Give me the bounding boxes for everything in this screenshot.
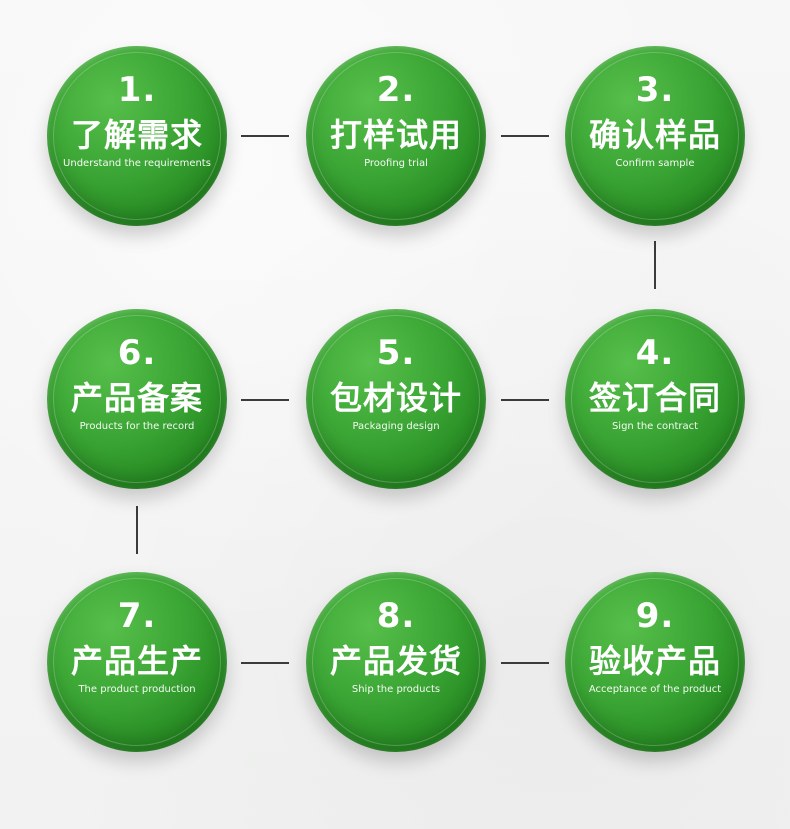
step-subtitle: Confirm sample <box>615 158 695 169</box>
step-title: 确认样品 <box>588 116 721 154</box>
connector-step-8-to-9 <box>501 662 549 664</box>
step-title: 签订合同 <box>588 379 721 417</box>
connector-step-6-to-7 <box>136 506 138 554</box>
step-1-circle: 1. 了解需求 Understand the requirements <box>47 46 227 226</box>
step-subtitle: Products for the record <box>79 421 195 432</box>
step-number: 2. <box>376 70 416 110</box>
step-subtitle: Understand the requirements <box>63 158 211 169</box>
connector-step-2-to-3 <box>501 135 549 137</box>
step-title: 打样试用 <box>329 116 462 154</box>
step-5-circle: 5. 包材设计 Packaging design <box>306 309 486 489</box>
step-number: 4. <box>635 333 675 373</box>
step-6-circle: 6. 产品备案 Products for the record <box>47 309 227 489</box>
step-title: 产品备案 <box>70 379 203 417</box>
connector-step-7-to-8 <box>241 662 289 664</box>
step-title: 产品发货 <box>329 642 462 680</box>
step-number: 9. <box>635 596 675 636</box>
step-number: 6. <box>117 333 157 373</box>
step-3-circle: 3. 确认样品 Confirm sample <box>565 46 745 226</box>
connector-step-1-to-2 <box>241 135 289 137</box>
step-number: 3. <box>635 70 675 110</box>
step-9-circle: 9. 验收产品 Acceptance of the product <box>565 572 745 752</box>
step-subtitle: Proofing trial <box>364 158 428 169</box>
step-title: 产品生产 <box>70 642 203 680</box>
connector-step-4-to-5 <box>501 399 549 401</box>
step-title: 包材设计 <box>329 379 462 417</box>
step-7-circle: 7. 产品生产 The product production <box>47 572 227 752</box>
step-title: 了解需求 <box>70 116 203 154</box>
step-subtitle: Sign the contract <box>611 421 699 432</box>
step-number: 7. <box>117 596 157 636</box>
step-subtitle: The product production <box>78 684 196 695</box>
step-number: 1. <box>117 70 157 110</box>
step-4-circle: 4. 签订合同 Sign the contract <box>565 309 745 489</box>
step-number: 8. <box>376 596 416 636</box>
step-number: 5. <box>376 333 416 373</box>
step-subtitle: Acceptance of the product <box>588 684 722 695</box>
connector-step-5-to-6 <box>241 399 289 401</box>
step-subtitle: Packaging design <box>352 421 440 432</box>
step-2-circle: 2. 打样试用 Proofing trial <box>306 46 486 226</box>
step-8-circle: 8. 产品发货 Ship the products <box>306 572 486 752</box>
step-title: 验收产品 <box>588 642 721 680</box>
step-subtitle: Ship the products <box>351 684 441 695</box>
connector-step-3-to-4 <box>654 241 656 289</box>
